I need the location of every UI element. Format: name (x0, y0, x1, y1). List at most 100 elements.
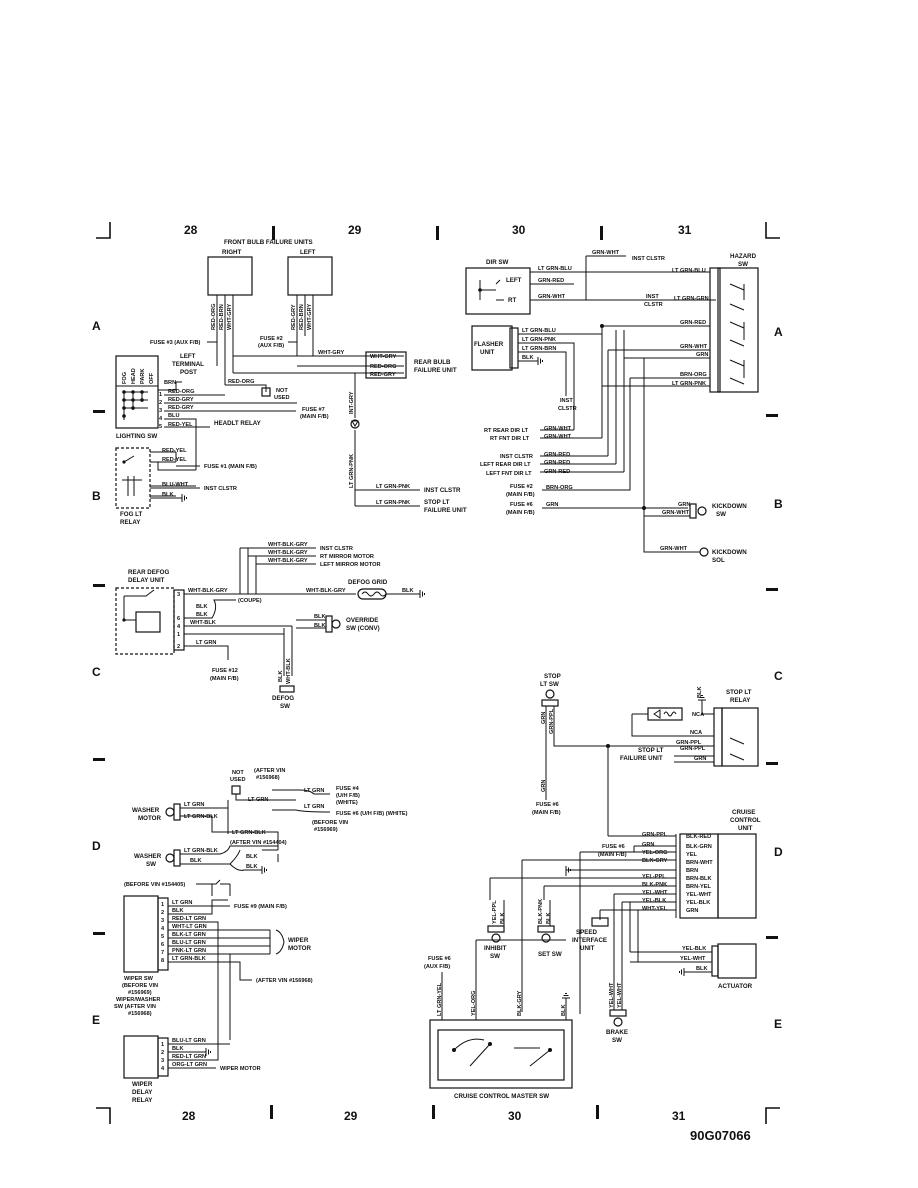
lamp-label: RT FNT DIR LT (490, 436, 530, 442)
wire-label: YEL-ORG (642, 850, 667, 856)
wire-label: YEL (686, 852, 697, 858)
actuator-body (717, 943, 757, 979)
washer-sw-title: SW (146, 861, 156, 868)
inst-label: CLSTR (558, 406, 577, 412)
inst-label: CLSTR (644, 302, 663, 308)
inhibit-switch-icon (491, 933, 501, 943)
dest-label: STOP LT (424, 499, 450, 506)
stop-switch-icon (545, 689, 555, 699)
wire-label: GRN-RED (544, 452, 570, 458)
wiper-motor-title: WIPER (288, 937, 309, 944)
dir-left: LEFT (506, 277, 522, 284)
lighting-switch-section: FOG HEAD PARK OFF LEFT TERMINAL POST BRN… (115, 353, 329, 470)
wire-label: BLK (278, 671, 284, 683)
rear-bulb-connector (365, 351, 407, 379)
wire-label: WHT-BLK-GRY (268, 550, 308, 556)
lamp-label: LEFT REAR DIR LT (480, 462, 531, 468)
wire-label: YEL-WHT (609, 982, 615, 1008)
stop-fail-title: STOP LT (638, 747, 664, 754)
vin-note: (AFTER VIN #154404) (230, 840, 287, 846)
wire-label: LT GRN (172, 900, 192, 906)
wire-label: BLK (246, 864, 258, 870)
wire-label: BLK (172, 1046, 184, 1052)
right-unit-label: RIGHT (222, 249, 241, 256)
inst-label: INST (646, 294, 659, 300)
fuse-label: (WHITE) (336, 800, 358, 806)
ground-icon (698, 695, 706, 701)
wire-label: GRN-WHT (662, 510, 690, 516)
lamp-label: INST CLSTR (500, 454, 533, 460)
wire-label: BRN-YEL (686, 884, 711, 890)
col-label: 28 (184, 223, 198, 237)
washer-sw-connector (173, 849, 181, 867)
pin: 6 (161, 942, 164, 948)
post-label: LEFT (180, 353, 196, 360)
fuse-label: FUSE #6 (U/H F/B) (WHITE) (336, 811, 408, 817)
stop-light-section: STOP LT SW GRN GRN-PPL BLK STOP LT RELAY… (532, 673, 759, 836)
wire-label: LT GRN-PNK (376, 484, 410, 490)
lighting-switch-body (115, 355, 159, 429)
fuse-label: FUSE #2 (260, 336, 283, 342)
speed-interface-title: INTERFACE (572, 937, 607, 944)
pin: 5 (159, 424, 162, 430)
row-tick (766, 936, 778, 939)
fuse-label: (MAIN F/B) (506, 510, 535, 516)
wire-label: BLK (196, 604, 208, 610)
wire-label: WHT-GRY (318, 350, 344, 356)
set-switch-icon (541, 933, 551, 943)
lamp-label: LEFT FNT DIR LT (486, 471, 532, 477)
wire-label: LT GRN (248, 797, 268, 803)
col-label: 30 (508, 1109, 522, 1123)
document-id: 90G07066 (690, 1128, 751, 1143)
dest-label: LEFT MIRROR MOTOR (320, 562, 381, 568)
row-label: E (92, 1013, 100, 1027)
wire-label: YEL-WHT (642, 890, 668, 896)
actuator-title: ACTUATOR (718, 983, 753, 990)
fuse-label: FUSE #4 (336, 786, 360, 792)
not-used-label: USED (274, 395, 290, 401)
actuator-connector (711, 945, 719, 977)
flasher-title: UNIT (480, 349, 495, 356)
fuse-label: (MAIN F/B) (506, 492, 535, 498)
hazard-switch-body (717, 267, 759, 393)
defog-unit-title: REAR DEFOG (128, 569, 169, 576)
kickdown-sol-title: SOL (712, 557, 725, 564)
wiper-delay-title: WIPER (132, 1081, 153, 1088)
wire-label: RED-YEL (168, 422, 193, 428)
wiper-sw-caption: #156968) (128, 1011, 152, 1017)
wire-label: YEL-WHT (686, 892, 712, 898)
right-bulb-unit (207, 256, 253, 296)
wire-label: WHT-BLK-GRY (268, 542, 308, 548)
wire-label: LT GRN-BLK (172, 956, 206, 962)
wire-label: BLK (696, 966, 708, 972)
pin: 5 (161, 934, 164, 940)
wiper-motor-title: MOTOR (288, 945, 311, 952)
wire-label: WHT-BLK-GRY (188, 588, 228, 594)
vin-note: #156969) (314, 827, 338, 833)
dest-label: WIPER MOTOR (220, 1066, 261, 1072)
wire-label: GRN (546, 502, 558, 508)
corner-top-right (765, 222, 780, 239)
wire-label: BLK (522, 355, 534, 361)
inhibit-sw-title: INHIBIT (484, 945, 507, 952)
vin-note: (BEFORE VIN #154405) (124, 882, 185, 888)
wire-label: LT GRN (196, 640, 216, 646)
wire-label: LT GRN-GRN (674, 296, 709, 302)
wire-label: LT GRN-PNK (672, 381, 706, 387)
wire-label: GRN-PPL (676, 740, 702, 746)
fuse-label: (MAIN F/B) (300, 414, 329, 420)
wire-label: GRN-PPL (680, 746, 706, 752)
nca-label: NCA (690, 730, 702, 736)
ground-icon (181, 494, 187, 502)
pin: 4 (159, 416, 163, 422)
wire-label: BRN (164, 380, 176, 386)
stop-sw-title: STOP (544, 673, 561, 680)
wire-label: RED-YEL (162, 448, 187, 454)
flasher-connector (509, 327, 519, 369)
wire-label: BRN-WHT (686, 860, 713, 866)
fuse-label: (AUX F/B) (258, 343, 284, 349)
row-tick (93, 932, 105, 935)
cruise-unit-title: CONTROL (730, 817, 761, 824)
kickdown-sw-title: SW (716, 511, 726, 518)
row-tick (766, 762, 778, 765)
